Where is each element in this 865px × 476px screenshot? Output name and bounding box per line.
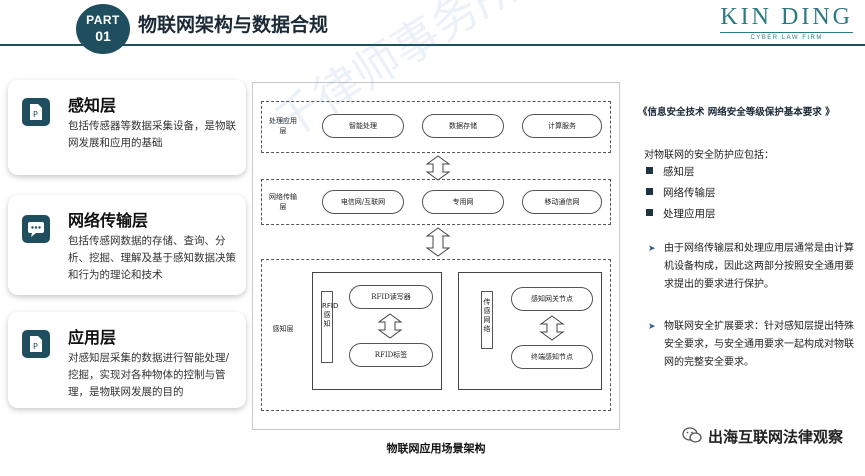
document-icon: P <box>22 98 50 126</box>
document-icon: P <box>22 330 50 358</box>
standard-title: 《信息安全技术 网络安全等级保护基本要求 》 <box>638 107 835 118</box>
note-paragraph-general: ➤ 由于网络传输层和处理应用层通常是由计算机设备构成，因此这两部分按照安全通用要… <box>648 240 858 294</box>
svg-text:P: P <box>33 342 38 351</box>
wechat-account-label: 出海互联网法律观察 <box>682 426 843 447</box>
node-smart-processing: 智能处理 <box>322 114 404 138</box>
page-title: 物联网架构与数据合规 <box>138 14 329 36</box>
double-arrow-icon <box>425 155 451 181</box>
logo-subtitle: CYBER LAW FIRM <box>720 32 853 41</box>
part-badge: PART 01 <box>76 4 130 54</box>
svg-text:P: P <box>33 110 38 119</box>
node-rfid-tag: RFID标签 <box>349 343 433 367</box>
list-item: 处理应用层 <box>646 206 716 227</box>
layer-label: 网络传输层 <box>269 193 297 211</box>
double-arrow-icon <box>377 313 403 339</box>
square-bullet-icon <box>646 188 653 195</box>
wechat-icon <box>682 427 702 443</box>
rfid-vertical-label: RFID感知 <box>321 291 338 363</box>
card-description: 包括传感器等数据采集设备，是物联网发展和应用的基础 <box>68 120 236 149</box>
layer-network-transport: 网络传输层 电信网/互联网 专用网 移动通信网 <box>261 179 611 225</box>
iot-architecture-diagram: 处理应用层 智能处理 数据存储 计算服务 网络传输层 电信网/互联网 专用网 移… <box>252 82 620 430</box>
node-telecom-internet: 电信网/互联网 <box>322 190 404 214</box>
card-description: 对感知层采集的数据进行智能处理/挖掘，实现对各种物体的控制与管理，是物联网发展的… <box>68 352 230 398</box>
arrow-bullet-icon: ➤ <box>648 322 656 332</box>
square-bullet-icon <box>646 209 653 216</box>
sensor-network-vertical-label: 传感网络 <box>481 291 493 349</box>
protection-list: 感知层 网络传输层 处理应用层 <box>646 164 716 227</box>
card-title: 应用层 <box>68 328 117 347</box>
wechat-account-name: 出海互联网法律观察 <box>707 428 843 446</box>
square-bullet-icon <box>646 167 653 174</box>
card-description: 包括传感网数据的存储、查询、分析、挖掘、理解及基于感知数据决策和行为的理论和技术 <box>68 235 236 281</box>
diagram-caption: 物联网应用场景架构 <box>386 442 486 455</box>
double-arrow-icon <box>539 315 565 341</box>
double-arrow-icon <box>425 227 451 257</box>
list-item: 感知层 <box>646 164 716 185</box>
card-perception-layer: P 感知层 包括传感器等数据采集设备，是物联网发展和应用的基础 <box>8 80 246 175</box>
sensor-subsystem: 传感网络 感知网关节点 终端感知节点 <box>458 272 602 390</box>
arrow-bullet-icon: ➤ <box>648 244 656 254</box>
header-divider <box>0 44 865 46</box>
layer-processing-application: 处理应用层 智能处理 数据存储 计算服务 <box>261 101 611 153</box>
node-data-storage: 数据存储 <box>422 114 504 138</box>
part-label: PART <box>86 13 120 27</box>
card-title: 感知层 <box>68 96 117 115</box>
node-compute-service: 计算服务 <box>522 114 602 138</box>
part-number: 01 <box>95 28 111 44</box>
layer-perception: 感知层 RFID感知 RFID读写器 RFID标签 传感网络 感知网关节点 终端… <box>261 259 611 411</box>
node-sensing-gateway: 感知网关节点 <box>511 287 593 311</box>
node-private-network: 专用网 <box>422 190 504 214</box>
layer-label: 处理应用层 <box>269 117 297 135</box>
firm-logo: KIN DING CYBER LAW FIRM <box>720 4 853 41</box>
node-terminal-sensor: 终端感知节点 <box>511 345 593 369</box>
card-network-layer: 网络传输层 包括传感网数据的存储、查询、分析、挖掘、理解及基于感知数据决策和行为… <box>8 195 246 295</box>
card-application-layer: P 应用层 对感知层采集的数据进行智能处理/挖掘，实现对各种物体的控制与管理，是… <box>8 312 246 408</box>
list-item: 网络传输层 <box>646 185 716 206</box>
chat-bubble-icon <box>22 215 50 243</box>
layer-label: 感知层 <box>272 325 294 333</box>
node-mobile-network: 移动通信网 <box>522 190 602 214</box>
rfid-subsystem: RFID感知 RFID读写器 RFID标签 <box>312 272 442 390</box>
note-paragraph-extension: ➤ 物联网安全扩展要求：针对感知层提出特殊安全要求，与安全通用要求一起构成对物联… <box>648 318 858 372</box>
protection-intro: 对物联网的安全防护应包括： <box>644 150 774 161</box>
logo-name: KIN DING <box>720 4 853 30</box>
node-rfid-reader: RFID读写器 <box>349 285 433 309</box>
card-title: 网络传输层 <box>68 211 149 230</box>
